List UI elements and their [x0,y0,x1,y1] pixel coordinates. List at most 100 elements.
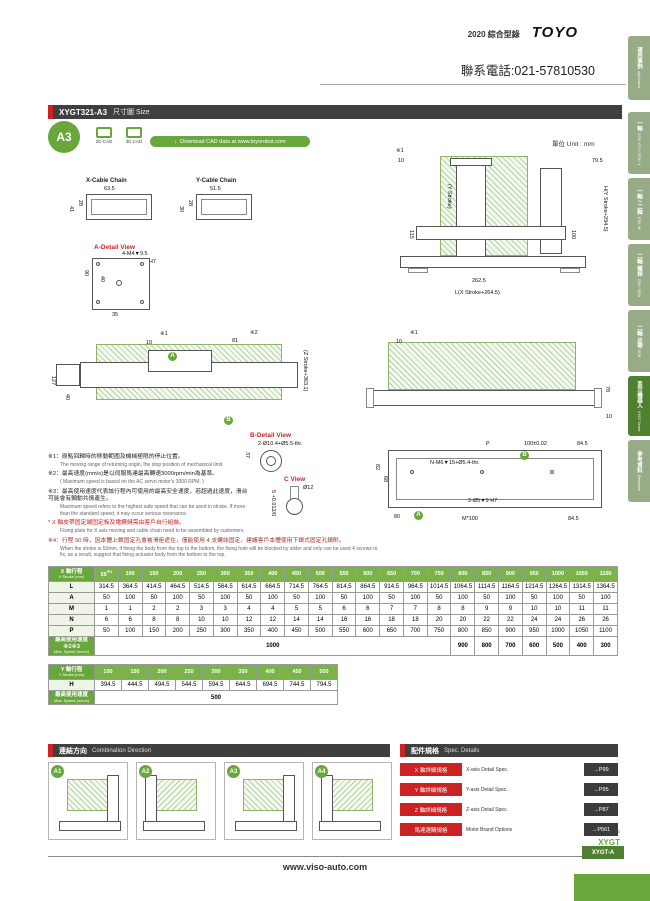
dim-cell: 100 [545,592,571,604]
stroke-value: 350 [236,566,262,582]
side-view-foot [408,268,428,273]
dim-bottom-note: N-M6▼15+Ø5.4-thr. [430,460,480,466]
model-subtitle: 尺寸圖 Size [113,109,150,116]
dim-cell: 714.5 [284,581,309,593]
stroke-value: 500 [310,664,338,680]
dim-side-y-stroke: (Y Stroke) [446,184,452,209]
ref-side-1: ※1 [396,148,404,154]
dim-cell: 50 [94,625,119,637]
dim-cell: 4 [260,603,286,615]
dim-cell: 500 [307,625,333,637]
dim-cell: 100 [165,592,191,604]
sidebar-tab-label-en: XYGT Series [637,410,641,431]
footer-url: www.viso-auto.com [282,862,368,872]
cad-3d-button[interactable]: 3D CAD [120,127,148,144]
toyo-logo: TOYO [531,24,578,41]
series-page-tab[interactable]: XYGT-A [582,846,624,859]
spec-label-en: Motor Brand Options [466,826,513,833]
combination-option-A1: A1 [48,762,128,840]
speed-label-zh: 最高使用速度 ※2※3 [54,637,88,650]
x-cable-chain-inner [91,199,147,215]
dim-cell: 10 [521,603,547,615]
dim-row-label: H [48,679,95,691]
sidebar-tab-label-zh: 二軸 螺桿 [636,253,642,277]
dim-cell: 564.5 [212,581,238,593]
dim-cell: 964.5 [402,581,428,593]
ref-front-2: ※2 [250,330,258,336]
stroke-value: 400 [256,664,284,680]
dim-cell: 1014.5 [426,581,452,593]
dim-xchain-height2: 41 [68,206,74,213]
stroke-value: 1000 [545,566,571,582]
speed-value: 500 [545,636,571,656]
axis-label-en: X Stroke (mm) [58,574,85,580]
monitor-icon [96,127,112,138]
dim-cell: 2 [165,603,191,615]
footer-divider [48,856,622,857]
dim-cell: 8 [426,603,452,615]
spec-label-en: Z-axis Detail Spec. [466,806,508,813]
download-cad-button[interactable]: ↓ Download CAD data at www.toyorobot.com [150,136,310,147]
cad-2d-label: 2D CAD [95,139,113,144]
dim-cell: 5 [307,603,333,615]
spec-header-zh: 配件規格 [411,747,439,755]
corner-color-block [574,874,650,901]
cad-2d-button[interactable]: 2D CAD [90,127,118,144]
dim-cell: 594.5 [202,679,230,691]
dim-bdetail-note: 2-Ø10.4+Ø5.5-thr. [258,441,303,447]
stroke-value: 350 [229,664,257,680]
dim-cell: 50 [236,592,262,604]
combo-rail-horizontal [143,821,205,831]
ref-plan-1: ※1 [410,330,418,336]
dim-cell: 950 [521,625,547,637]
dim-cell: 10 [189,614,214,626]
dim-cell: 26 [593,614,618,626]
a-detail-view-title: A-Detail View [94,244,136,251]
dim-cell: 200 [165,625,191,637]
sidebar-tab-label-zh: 一軸 [636,120,642,132]
dim-cell: 8 [141,614,167,626]
speed-value: 800 [474,636,500,656]
dim-front-127: 127 [50,376,56,386]
dim-side-79-5: 79.5 [592,158,603,164]
dim-cell: 8 [165,614,191,626]
dim-cell: 3 [212,603,238,615]
dim-cell: 50 [569,592,595,604]
dim-cell: 12 [260,614,286,626]
axis-label-zh: Y 軸行程 [60,666,83,673]
dim-row-label: N [48,614,95,626]
dim-cell: 464.5 [165,581,191,593]
dim-cell: 1364.5 [593,581,618,593]
detail-marker-a2: A [414,511,423,520]
stroke-value: 650 [379,566,404,582]
combo-rail-vertical [321,775,333,827]
combo-rail-horizontal [59,821,121,831]
dim-cell: 1264.5 [545,581,571,593]
catalog-header: 2020 綜合型錄 TOYO [468,24,578,41]
dim-cell: 400 [260,625,286,637]
dim-cell: 644.5 [229,679,257,691]
note-3-en: Maximum speed refers to the highest safe… [60,504,246,517]
stroke-value: 950 [521,566,547,582]
dim-cell: 26 [569,614,595,626]
sidebar-tab-label-en: Application [637,71,641,89]
stroke-value: 200 [148,664,176,680]
mount-hole [140,262,144,266]
dim-adetail-note1: 4-M4▼9.5 [122,251,148,257]
